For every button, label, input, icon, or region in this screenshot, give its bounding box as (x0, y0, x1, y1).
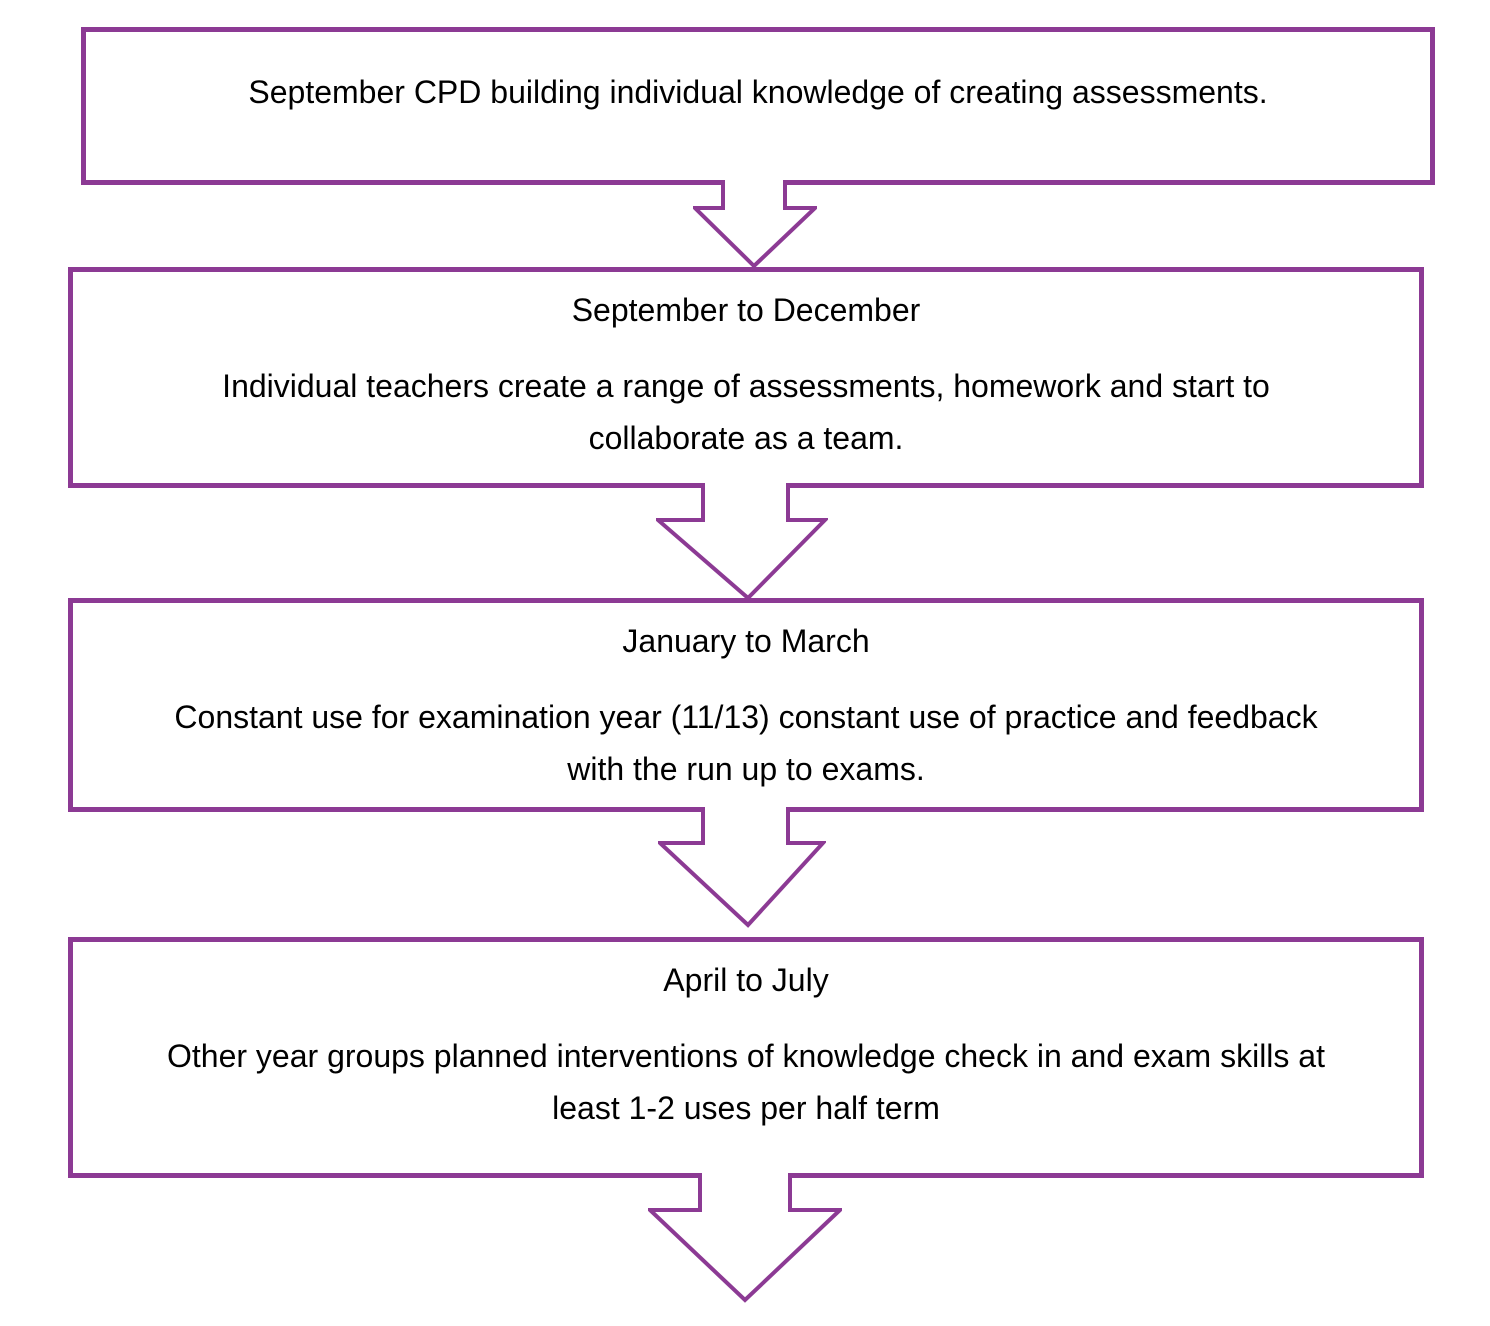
flow-step-4-box: April to July Other year groups planned … (68, 937, 1424, 1178)
flow-step-2-text-line: Individual teachers create a range of as… (222, 368, 1270, 404)
flow-step-3-text-line: Constant use for examination year (11/13… (174, 699, 1318, 735)
flow-step-4-text-line: least 1-2 uses per half term (552, 1090, 940, 1126)
down-arrow-connector-3 (658, 807, 826, 928)
down-arrow-connector-2 (656, 483, 828, 601)
flow-step-4-title: April to July (663, 962, 829, 998)
down-arrow-connector-4 (648, 1173, 842, 1303)
flow-step-1-text: September CPD building individual knowle… (248, 74, 1268, 110)
flow-step-3-box: January to March Constant use for examin… (68, 598, 1424, 812)
flow-step-3-title: January to March (622, 623, 870, 659)
flow-step-4-body: Other year groups planned interventions … (73, 1030, 1419, 1134)
flow-step-3-body: Constant use for examination year (11/13… (73, 691, 1419, 795)
flow-step-2-box: September to December Individual teacher… (68, 267, 1424, 488)
flow-step-2-body: Individual teachers create a range of as… (73, 360, 1419, 464)
flow-step-4-text-line: Other year groups planned interventions … (167, 1038, 1325, 1074)
flow-step-1-box: September CPD building individual knowle… (81, 27, 1435, 185)
flow-step-2-text-line: collaborate as a team. (588, 420, 904, 456)
flow-step-3-text-line: with the run up to exams. (567, 751, 925, 787)
flow-step-2-title: September to December (571, 292, 921, 328)
down-arrow-connector-1 (693, 180, 817, 269)
